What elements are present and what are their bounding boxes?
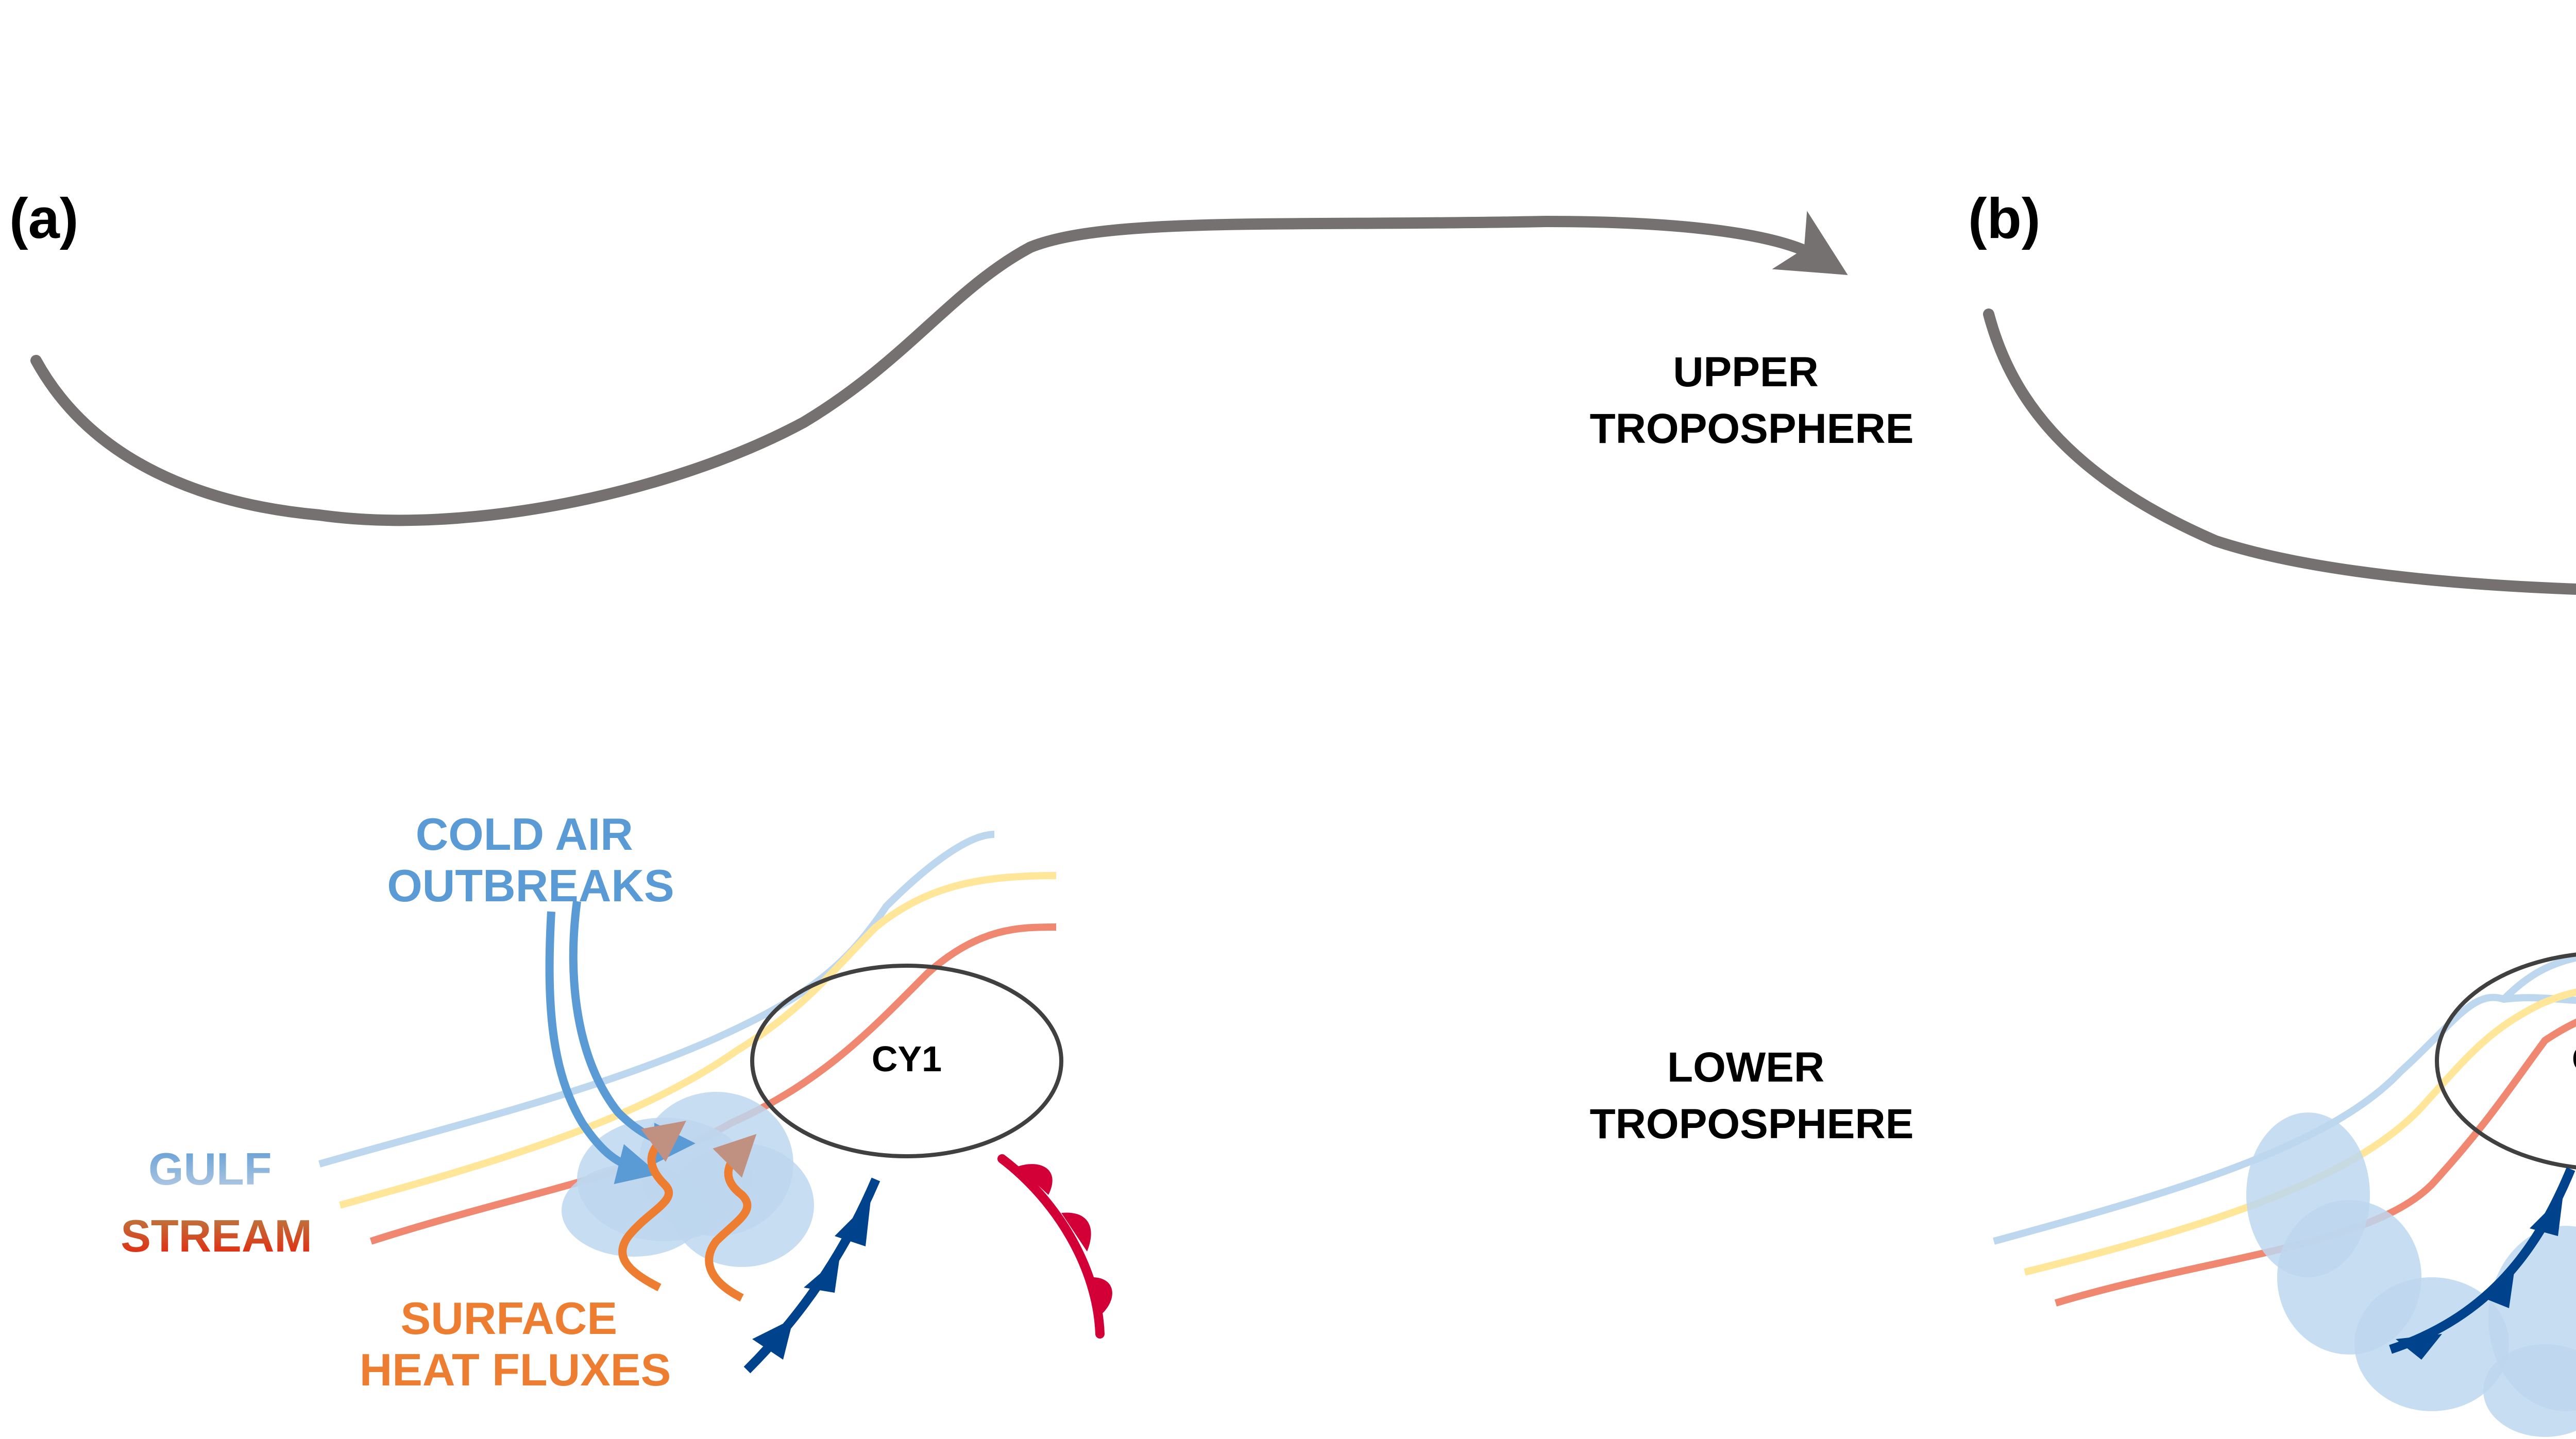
cold-air-arrow-1: [545, 911, 659, 1185]
jet-stream-b: [1983, 309, 2576, 595]
isotherm-mid-a: [339, 872, 1057, 1209]
cold-front-a: [743, 1177, 880, 1374]
cold-air-arrow-2: [569, 900, 696, 1164]
panel-b-label: (b): [1968, 187, 2040, 250]
cyclone-cy2: [2435, 952, 2576, 1170]
warm-front-a: [997, 1154, 1112, 1339]
heat-cloud-a: [562, 1092, 814, 1267]
isotherm-cold-a: [318, 831, 995, 1168]
panel-b: (b) BLOCKING H: [1968, 187, 2576, 1437]
isotherm-mid-b: [2024, 988, 2576, 1276]
surface-heat-fluxes-label: SURFACE HEAT FLUXES: [360, 1293, 671, 1395]
cold-air-outbreaks-label: COLD AIR OUTBREAKS: [387, 809, 674, 911]
heat-flux-arrow-2: [705, 1134, 757, 1302]
panel-a: (a) CY1: [9, 187, 1848, 1395]
cyclone-cy2-label: CY2: [2572, 1039, 2576, 1079]
isotherm-cold-b: [1993, 954, 2576, 1245]
gulf-stream-label: GULF STREAM: [121, 1143, 312, 1261]
cyclone-cy1-label: CY1: [872, 1039, 942, 1079]
cloud-cy2: [2246, 1112, 2576, 1437]
panel-a-label: (a): [9, 187, 78, 250]
isotherm-warm-a: [369, 923, 1057, 1245]
lower-troposphere-label: LOWER TROPOSPHERE: [1590, 1044, 1914, 1147]
upper-troposphere-label: UPPER TROPOSPHERE: [1590, 349, 1914, 452]
heat-flux-arrow-1: [618, 1120, 686, 1292]
isotherm-warm-b: [2054, 1018, 2576, 1307]
cyclone-cy1: [750, 964, 1063, 1158]
cold-front-b: [2389, 1167, 2575, 1360]
jet-stream-a: [30, 211, 1848, 526]
